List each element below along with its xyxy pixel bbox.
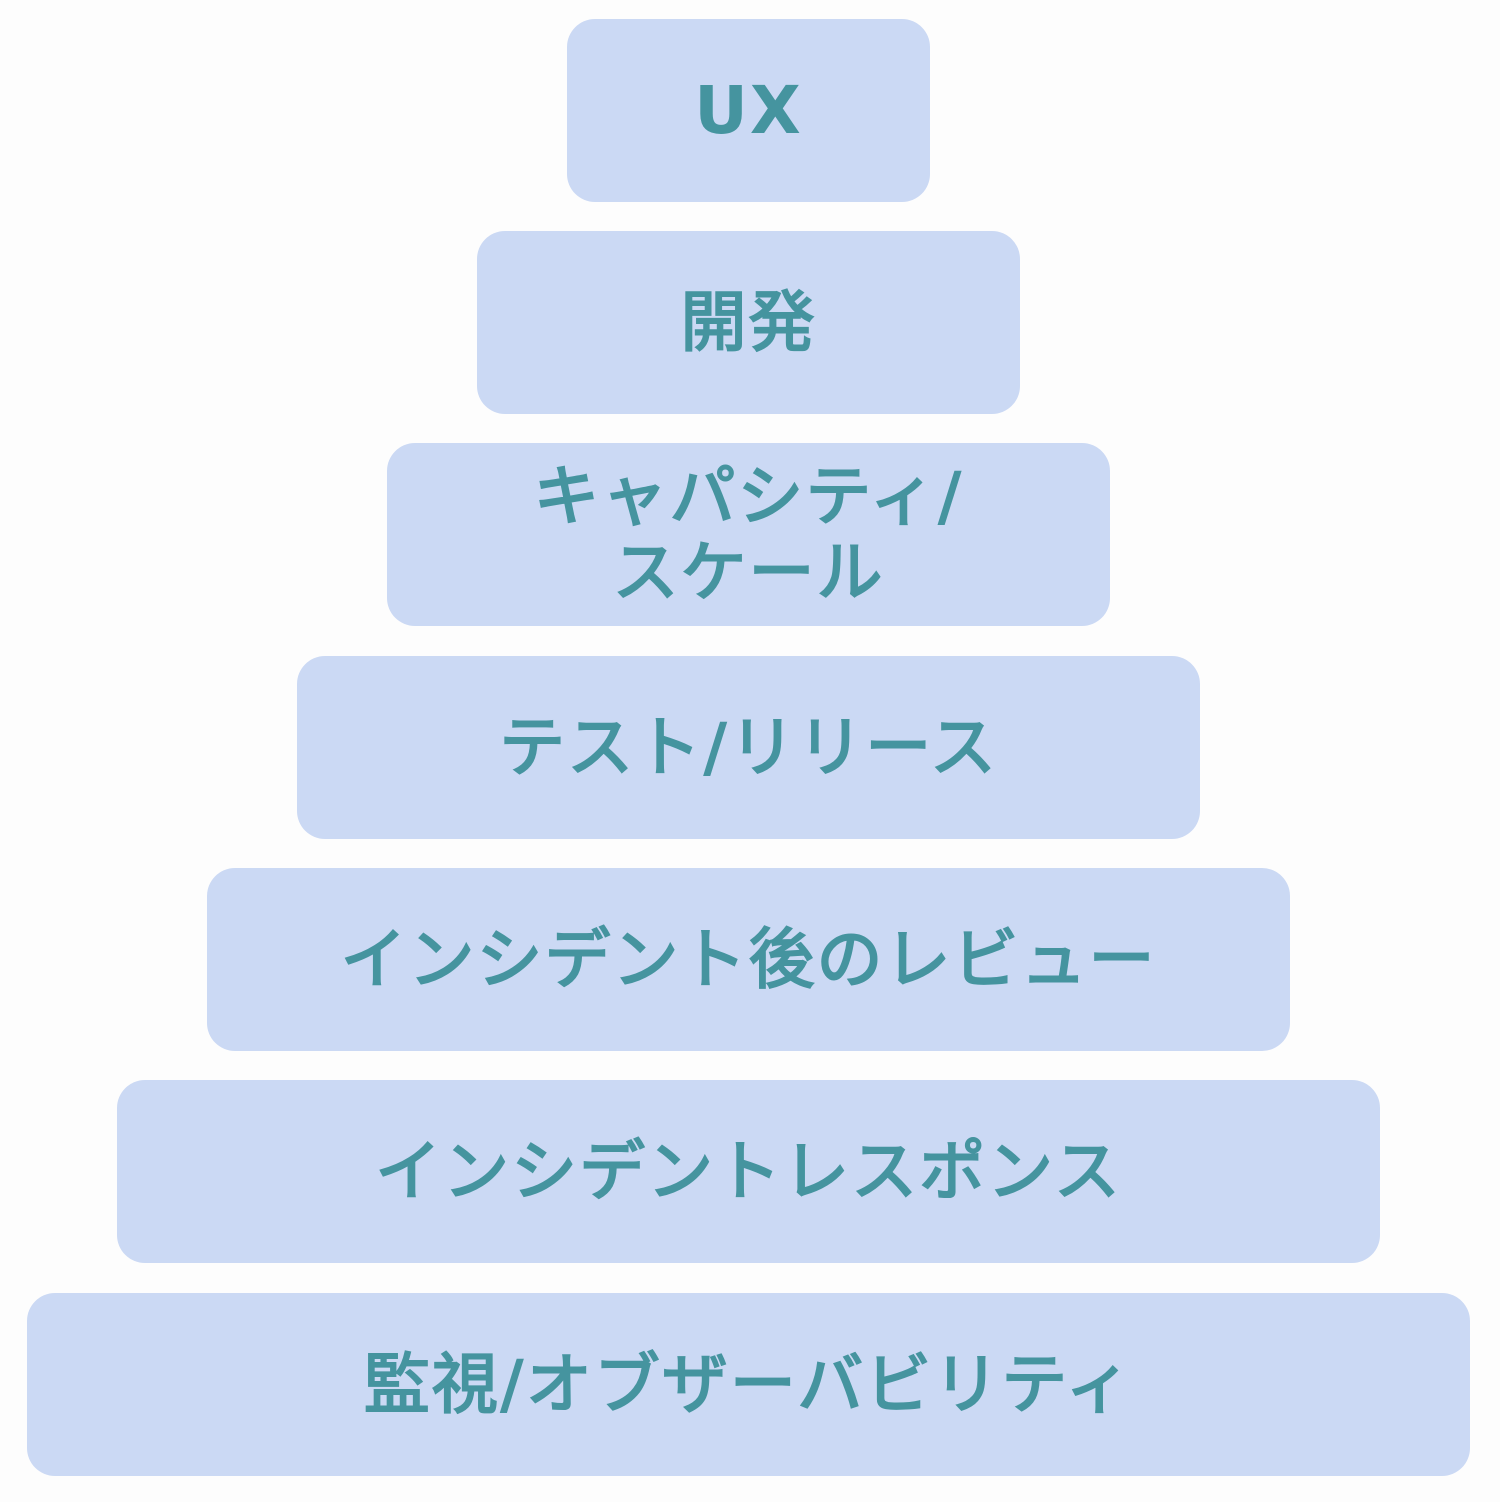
tier-label-line-2: スケール [612,533,885,611]
tier-label: UX [694,71,803,149]
tier-label: 監視/オブザーバビリティ [363,1345,1134,1423]
tier-capacity-scale: キャパシティ/ スケール [387,443,1110,626]
tier-ux: UX [567,19,930,202]
tier-incident-response: インシデントレスポンス [117,1080,1380,1263]
tier-post-incident-review: インシデント後のレビュー [207,868,1290,1051]
tier-monitoring-observability: 監視/オブザーバビリティ [27,1293,1470,1476]
tier-test-release: テスト/リリース [297,656,1200,839]
tier-label: インシデントレスポンス [375,1132,1122,1210]
tier-label: テスト/リリース [499,708,998,786]
tier-label: インシデント後のレビュー [340,920,1157,998]
tier-label: キャパシティ/ スケール [533,457,964,611]
tier-label: 開発 [680,283,817,361]
tier-development: 開発 [477,231,1020,414]
tier-label-line-1: キャパシティ/ [533,457,964,535]
